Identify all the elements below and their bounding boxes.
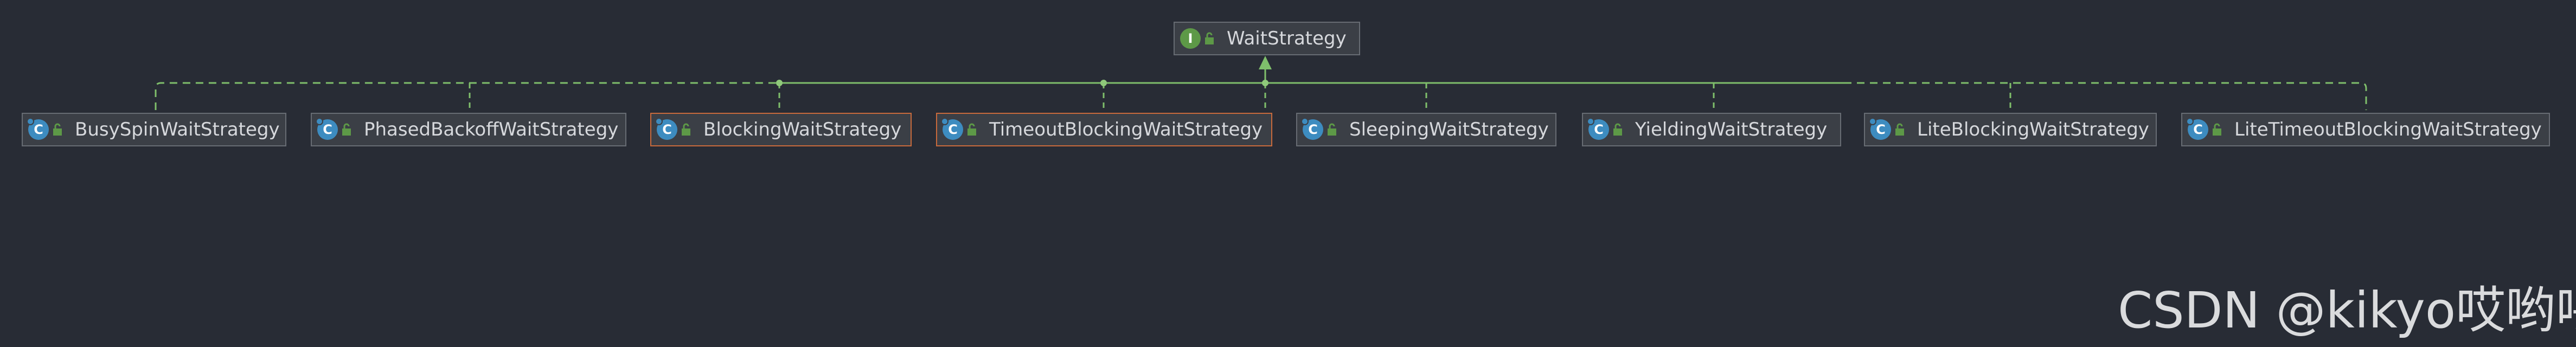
class-icon: C bbox=[316, 118, 338, 140]
class-node-yieldingwaitstrategy[interactable]: C YieldingWaitStrategy bbox=[1582, 113, 1841, 146]
lock-icon bbox=[967, 123, 976, 136]
junction-dot bbox=[776, 80, 783, 86]
interface-node-waitstrategy[interactable]: I WaitStrategy bbox=[1174, 22, 1360, 55]
class-node-label: SleepingWaitStrategy bbox=[1349, 119, 1549, 140]
class-node-blockingwaitstrategy[interactable]: C BlockingWaitStrategy bbox=[650, 113, 912, 146]
class-node-label: PhasedBackoffWaitStrategy bbox=[364, 119, 619, 140]
lock-icon bbox=[1613, 123, 1622, 136]
junction-dot bbox=[1262, 80, 1268, 86]
class-node-sleepingwaitstrategy[interactable]: C SleepingWaitStrategy bbox=[1296, 113, 1556, 146]
edge-bus-dashed-left bbox=[155, 82, 779, 110]
lock-icon bbox=[682, 123, 690, 136]
class-node-label: LiteTimeoutBlockingWaitStrategy bbox=[2234, 119, 2542, 140]
class-icon: C bbox=[655, 118, 677, 140]
class-node-label: LiteBlockingWaitStrategy bbox=[1917, 119, 2149, 140]
edge-bus-dashed-right bbox=[1844, 82, 2367, 110]
class-icon: C bbox=[1587, 118, 1609, 140]
interface-icon: I bbox=[1180, 28, 1201, 49]
lock-icon bbox=[1328, 123, 1336, 136]
class-node-liteblockingwaitstrategy[interactable]: C LiteBlockingWaitStrategy bbox=[1864, 113, 2157, 146]
class-icon: C bbox=[1301, 118, 1323, 140]
class-node-label: BlockingWaitStrategy bbox=[703, 119, 902, 140]
junction-dot bbox=[1100, 80, 1107, 86]
class-icon: C bbox=[1869, 118, 1891, 140]
edge-arrowhead bbox=[1259, 56, 1272, 69]
lock-icon bbox=[1895, 123, 1904, 136]
lock-icon bbox=[2213, 123, 2221, 136]
class-node-phasedbackoffwaitstrategy[interactable]: C PhasedBackoffWaitStrategy bbox=[311, 113, 626, 146]
class-node-busyspinwaitstrategy[interactable]: C BusySpinWaitStrategy bbox=[22, 113, 286, 146]
lock-icon bbox=[53, 123, 62, 136]
class-node-label: YieldingWaitStrategy bbox=[1635, 119, 1828, 140]
watermark: CSDN @kikyo哎哟喂 bbox=[2118, 281, 2576, 339]
lock-icon bbox=[342, 123, 351, 136]
class-icon: C bbox=[2186, 118, 2208, 140]
class-node-label: TimeoutBlockingWaitStrategy bbox=[989, 119, 1263, 140]
class-node-label: BusySpinWaitStrategy bbox=[75, 119, 280, 140]
class-node-timeoutblockingwaitstrategy[interactable]: C TimeoutBlockingWaitStrategy bbox=[936, 113, 1272, 146]
class-icon: C bbox=[27, 118, 49, 140]
lock-icon bbox=[1205, 32, 1214, 44]
class-icon: C bbox=[941, 118, 963, 140]
interface-node-label: WaitStrategy bbox=[1227, 28, 1347, 49]
class-node-litetimeoutblockingwaitstrategy[interactable]: C LiteTimeoutBlockingWaitStrategy bbox=[2181, 113, 2550, 146]
